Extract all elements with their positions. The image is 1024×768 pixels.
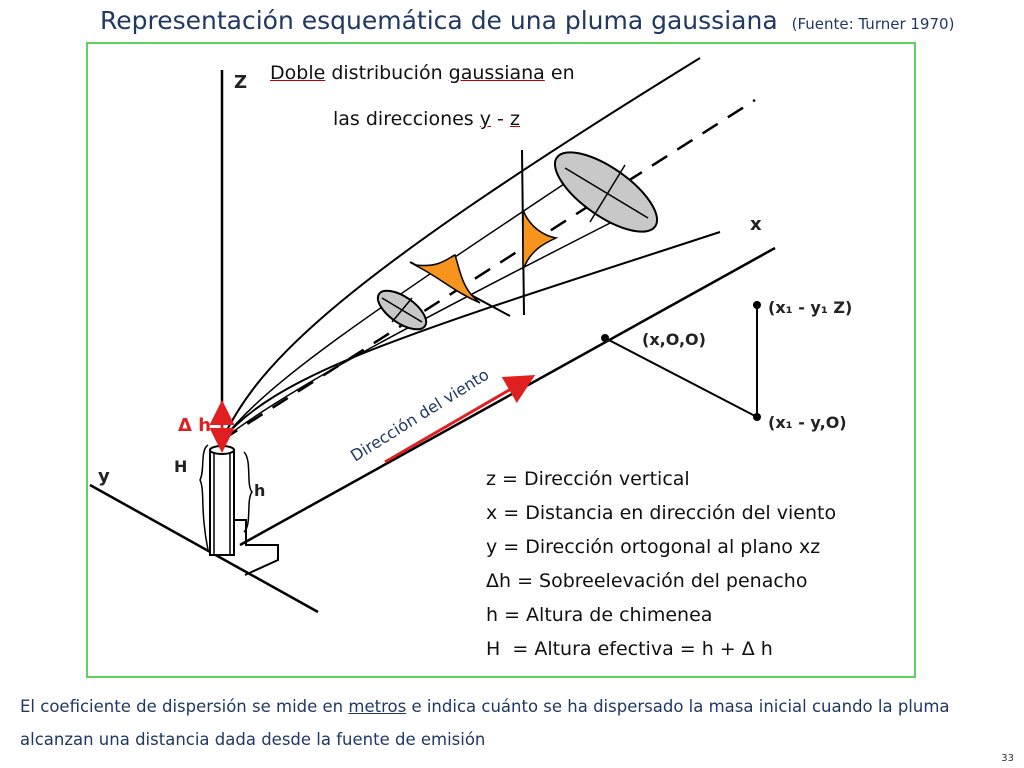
- plume-upper-edge: [221, 57, 701, 441]
- axis-z-label: Z: [234, 72, 247, 93]
- footer-text-2: e indica cuánto se ha dispersado la masa…: [20, 697, 950, 749]
- far-cross-section: [553, 151, 659, 233]
- label-delta-h: Δ h: [178, 415, 211, 436]
- plume-inner-upper: [221, 159, 601, 441]
- label-H: H: [174, 457, 187, 476]
- wind-direction-arrow: [384, 374, 536, 464]
- slide-title-source: (Fuente: Turner 1970): [791, 15, 955, 33]
- gaussian-z-distribution: [521, 149, 559, 316]
- legend: z = Dirección vertical x = Distancia en …: [486, 462, 836, 666]
- gaussian-title-word-gaussiana: gaussiana: [448, 62, 545, 84]
- point-top-label: (x₁ - y₁ Z): [768, 298, 852, 317]
- axis-x-label: x: [750, 214, 762, 235]
- y-axis-line: [89, 483, 319, 614]
- gaussian-title-word-distribucion: distribución: [331, 62, 443, 84]
- slide-title: Representación esquemática de una pluma …: [100, 6, 980, 35]
- legend-item-y: y = Dirección ortogonal al plano xz: [486, 536, 821, 558]
- point-mid-label: (x,O,O): [642, 330, 706, 349]
- diagram-frame: [86, 42, 916, 678]
- gaussian-title-line2: las direcciones y - z: [333, 108, 520, 130]
- point-bottom-label: (x₁ - y,O): [768, 413, 847, 432]
- near-cross-section: [376, 289, 428, 331]
- legend-item-H: H = Altura efectiva = h + Δ h: [486, 638, 773, 660]
- plume-centerline: [221, 98, 756, 442]
- footer-note: El coeficiente de dispersión se mide en …: [20, 690, 1010, 756]
- plume-lower-edge: [221, 231, 721, 441]
- legend-item-delta-h: Δh = Sobreelevación del penacho: [486, 570, 808, 592]
- legend-item-h: h = Altura de chimenea: [486, 604, 713, 626]
- footer-text-1: El coeficiente de dispersión se mide en: [20, 697, 349, 716]
- wind-direction-label: Dirección del viento: [347, 365, 492, 466]
- page-number: 33: [1001, 753, 1014, 764]
- gaussian-y-distribution: [409, 253, 511, 317]
- gaussian-title-dash: -: [491, 108, 510, 130]
- legend-item-z: z = Dirección vertical: [486, 468, 690, 490]
- brace-h: [243, 451, 253, 533]
- slide-title-main: Representación esquemática de una pluma …: [100, 6, 778, 35]
- plume-inner-lower: [221, 217, 621, 441]
- gaussian-title-line1: Doble distribución gaussiana en: [270, 62, 575, 84]
- label-h: h: [254, 481, 265, 500]
- gaussian-title-word-en: en: [550, 62, 575, 84]
- gaussian-title-z: z: [509, 108, 520, 130]
- gaussian-title-direcciones: las direcciones: [333, 108, 474, 130]
- brace-H: [199, 444, 209, 551]
- point-reference-lines: [601, 301, 761, 421]
- gaussian-title-word-doble: Doble: [270, 62, 326, 84]
- footer-underlined-metros: metros: [348, 697, 407, 716]
- gaussian-title-y: y: [479, 108, 492, 130]
- chimney-stack: [209, 445, 279, 576]
- axis-y-label: y: [98, 466, 110, 487]
- legend-item-x: x = Distancia en dirección del viento: [486, 502, 837, 524]
